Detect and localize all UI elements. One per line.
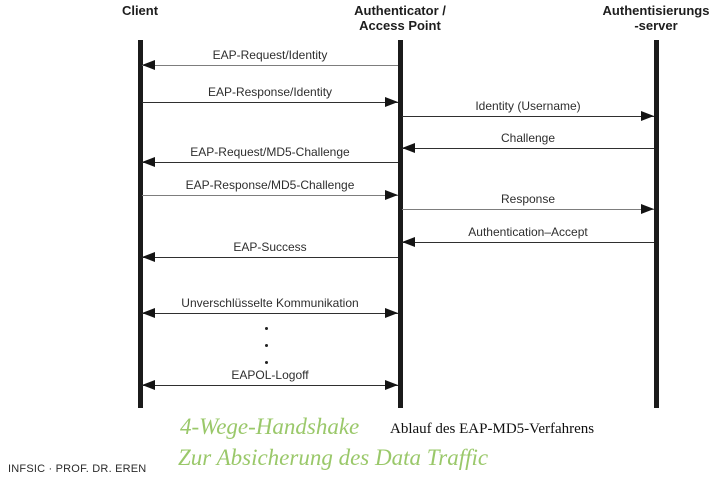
message-label: Challenge	[500, 131, 556, 145]
message-line	[142, 195, 398, 196]
arrowhead-left-icon	[142, 252, 155, 262]
message-label: Identity (Username)	[475, 99, 581, 113]
message-label: Response	[500, 192, 556, 206]
ellipsis-dot	[265, 344, 268, 347]
lifeline-label-line: Access Point	[359, 18, 441, 33]
arrowhead-right-icon	[641, 111, 654, 121]
lifeline-label-line: Client	[121, 3, 159, 18]
arrowhead-right-icon	[385, 380, 398, 390]
lifeline-label-server: Authentisierungs-server	[603, 3, 710, 33]
message-line	[402, 116, 654, 117]
arrowhead-right-icon	[385, 190, 398, 200]
lifeline-label-line: -server	[634, 18, 678, 33]
message-line	[142, 102, 398, 103]
ellipsis-dot	[265, 327, 268, 330]
message-label: EAP-Response/Identity	[207, 85, 333, 99]
lifeline-label-client: Client	[122, 3, 158, 18]
ellipsis-dot	[265, 361, 268, 364]
footer-credit: INFSIC · PROF. DR. EREN	[8, 463, 147, 475]
arrowhead-right-icon	[385, 97, 398, 107]
message-line	[142, 162, 398, 163]
lifeline-label-authenticator: Authenticator /Access Point	[354, 3, 446, 33]
message-label: EAP-Response/MD5-Challenge	[185, 178, 355, 192]
message-label: EAPOL-Logoff	[231, 368, 309, 382]
arrowhead-left-icon	[142, 157, 155, 167]
arrowhead-left-icon	[142, 380, 155, 390]
arrowhead-left-icon	[142, 308, 155, 318]
message-line	[142, 313, 398, 314]
message-line	[142, 257, 398, 258]
lifeline-bar-server	[654, 40, 659, 408]
lifeline-bar-authenticator	[398, 40, 403, 408]
arrowhead-right-icon	[385, 308, 398, 318]
arrowhead-right-icon	[641, 204, 654, 214]
lifeline-label-line: Authenticator /	[354, 3, 446, 18]
message-line	[402, 148, 654, 149]
message-label: EAP-Request/Identity	[212, 48, 328, 62]
arrowhead-left-icon	[402, 237, 415, 247]
lifeline-label-line: Authentisierungs	[602, 3, 710, 18]
overlay-title-line2: Zur Absicherung des Data Traffic	[178, 445, 489, 470]
message-label: Authentication–Accept	[468, 225, 588, 239]
arrowhead-left-icon	[142, 60, 155, 70]
message-line	[402, 242, 654, 243]
message-label: EAP-Request/MD5-Challenge	[190, 145, 350, 159]
message-line	[142, 385, 398, 386]
message-line	[142, 65, 398, 66]
lifeline-bar-client	[138, 40, 143, 408]
message-label: EAP-Success	[233, 240, 307, 254]
message-label: Unverschlüsselte Kommunikation	[181, 296, 359, 310]
diagram-caption: Ablauf des EAP-MD5-Verfahrens	[390, 421, 595, 437]
message-line	[402, 209, 654, 210]
overlay-title-line1: 4-Wege-Handshake	[180, 414, 360, 439]
arrowhead-left-icon	[402, 143, 415, 153]
